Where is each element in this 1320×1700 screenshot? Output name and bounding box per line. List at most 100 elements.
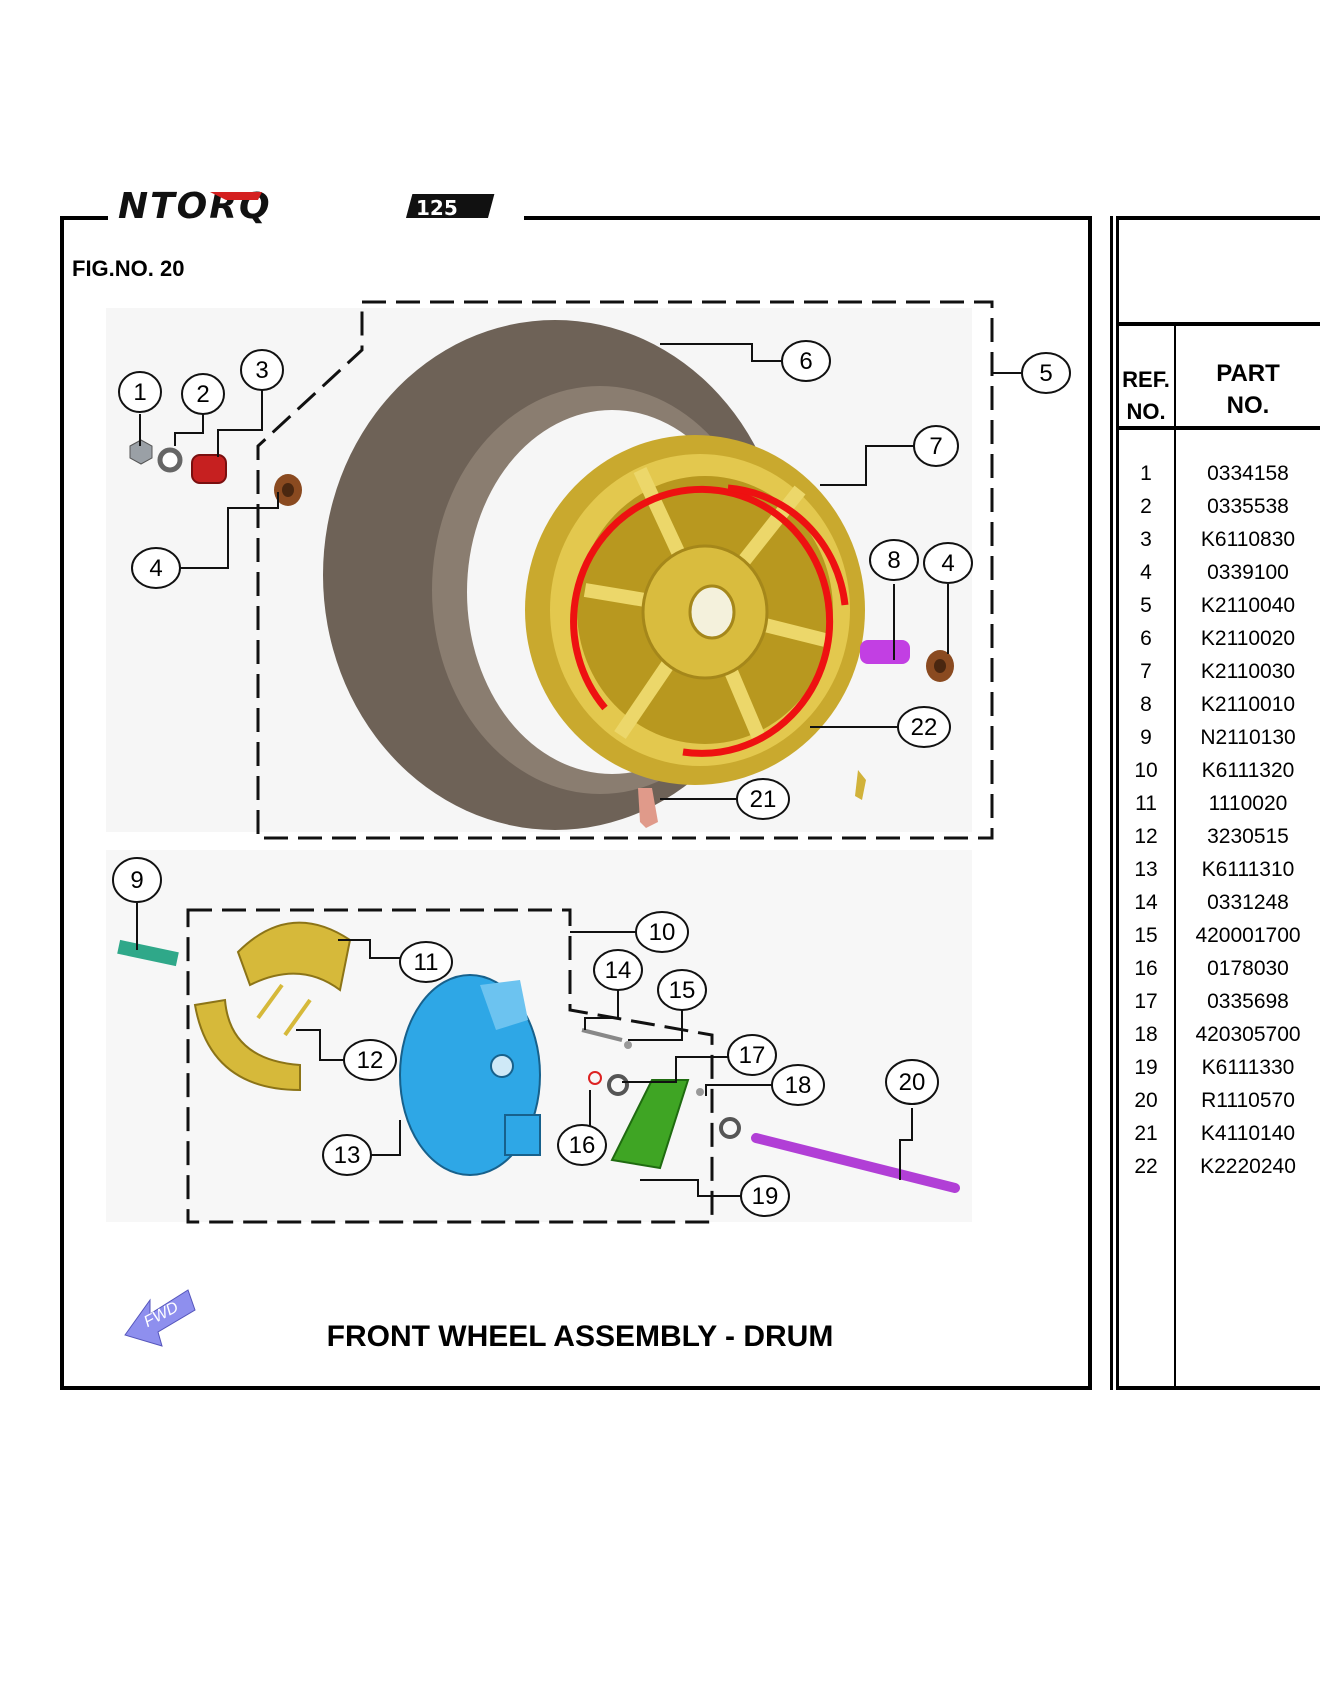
part-no-cell: K6111310 xyxy=(1201,858,1295,881)
table-row: 20 R1110570 xyxy=(1118,1089,1320,1122)
part-no-cell: 420001700 xyxy=(1195,924,1301,947)
ref-no-cell: 1 xyxy=(1140,462,1152,485)
table-row: 3 K6110830 xyxy=(1118,528,1320,561)
part-no-cell: R1110570 xyxy=(1201,1089,1295,1112)
ref-no-cell: 11 xyxy=(1135,792,1157,815)
header-part-line1: PART xyxy=(1216,360,1280,387)
header-ref-line1: REF. xyxy=(1122,367,1170,392)
spring-bolt xyxy=(117,939,179,967)
callout-6: 6 xyxy=(799,348,813,375)
part-no-cell: 0339100 xyxy=(1207,561,1289,584)
ref-no-cell: 10 xyxy=(1134,759,1158,782)
ref-no-cell: 12 xyxy=(1134,825,1158,848)
callout-3: 3 xyxy=(255,357,269,384)
table-header-rule xyxy=(1116,426,1320,430)
ref-no-cell: 14 xyxy=(1134,891,1158,914)
callout-21: 21 xyxy=(749,786,777,813)
callout-18: 18 xyxy=(784,1072,812,1099)
callout-19: 19 xyxy=(751,1183,779,1210)
table-column-divider xyxy=(1174,324,1176,1390)
brake-panel xyxy=(399,974,541,1176)
part-no-cell: 420305700 xyxy=(1195,1023,1301,1046)
part-no-cell: 0334158 xyxy=(1207,462,1289,485)
ref-no-cell: 18 xyxy=(1134,1023,1158,1046)
front-axle xyxy=(751,1133,960,1193)
part-no-cell: K4110140 xyxy=(1200,1122,1296,1145)
header-part-line2: NO. xyxy=(1226,392,1270,419)
ref-no-cell: 21 xyxy=(1134,1122,1158,1145)
header-ref-no: REF. NO. xyxy=(1118,364,1174,428)
brake-shoe-upper xyxy=(236,921,352,992)
ref-no-cell: 7 xyxy=(1140,660,1152,683)
ref-no-cell: 9 xyxy=(1140,726,1152,749)
callout-5: 5 xyxy=(1039,360,1053,387)
table-row: 19 K6111330 xyxy=(1118,1056,1320,1089)
table-row: 1 0334158 xyxy=(1118,462,1320,495)
ref-no-cell: 6 xyxy=(1140,627,1152,650)
table-border xyxy=(1116,216,1320,220)
callout-17: 17 xyxy=(738,1042,766,1069)
callout-7: 7 xyxy=(929,433,943,460)
part-no-cell: 1110020 xyxy=(1208,792,1288,815)
callout-4-left: 4 xyxy=(149,555,163,582)
header-part-no: PART NO. xyxy=(1176,358,1320,422)
diagram-frame xyxy=(60,216,1092,1390)
table-row: 11 1110020 xyxy=(1118,792,1320,825)
callout-13: 13 xyxy=(333,1142,361,1169)
part-no-cell: 0335538 xyxy=(1207,495,1289,518)
callout-2: 2 xyxy=(196,381,210,408)
ref-no-cell: 5 xyxy=(1140,594,1152,617)
callout-9: 9 xyxy=(130,867,144,894)
part-no-cell: K2110040 xyxy=(1200,594,1296,617)
figure-title: FRONT WHEEL ASSEMBLY - DRUM xyxy=(326,1320,834,1353)
callout-16: 16 xyxy=(568,1132,596,1159)
table-row: 7 K2110030 xyxy=(1118,660,1320,693)
ref-no-cell: 3 xyxy=(1140,528,1152,551)
table-row: 2 0335538 xyxy=(1118,495,1320,528)
callout-12: 12 xyxy=(356,1047,384,1074)
ref-no-cell: 19 xyxy=(1134,1056,1158,1079)
table-border xyxy=(1116,216,1119,1390)
ref-no-cell: 20 xyxy=(1134,1089,1158,1112)
rim xyxy=(525,435,865,785)
callout-1: 1 xyxy=(133,379,147,406)
callout-22: 22 xyxy=(910,714,938,741)
table-row: 8 K2110010 xyxy=(1118,693,1320,726)
part-no-cell: K2220240 xyxy=(1200,1155,1296,1178)
callout-4-right: 4 xyxy=(941,550,955,577)
ref-no-cell: 2 xyxy=(1140,495,1152,518)
parts-table: REF. NO. PART NO. 1 0334158 2 0335538 3 K6110… xyxy=(1110,216,1320,1390)
ref-no-cell: 8 xyxy=(1140,693,1152,716)
table-row: 6 K2110020 xyxy=(1118,627,1320,660)
callout-11: 11 xyxy=(413,949,439,976)
part-no-cell: K2110030 xyxy=(1200,660,1296,683)
callout-15: 15 xyxy=(668,977,696,1004)
table-row: 5 K2110040 xyxy=(1118,594,1320,627)
brake-shoe-lower xyxy=(193,998,301,1092)
part-no-cell: K2110020 xyxy=(1200,627,1296,650)
ntorq-logo: NTORQ 125 xyxy=(108,186,524,227)
callout-20: 20 xyxy=(898,1069,926,1096)
part-no-cell: K6110830 xyxy=(1200,528,1296,551)
part-no-cell: K2110010 xyxy=(1200,693,1296,716)
table-row: 10 K6111320 xyxy=(1118,759,1320,792)
part-no-cell: K6111330 xyxy=(1201,1056,1295,1079)
callout-10: 10 xyxy=(648,919,676,946)
part-no-cell: N2110130 xyxy=(1200,726,1296,749)
ref-no-cell: 4 xyxy=(1140,561,1152,584)
table-row: 15 420001700 xyxy=(1118,924,1320,957)
table-header-rule xyxy=(1116,322,1320,326)
part-no-cell: K6111320 xyxy=(1201,759,1295,782)
table-row: 21 K4110140 xyxy=(1118,1122,1320,1155)
table-row: 18 420305700 xyxy=(1118,1023,1320,1056)
table-row: 4 0339100 xyxy=(1118,561,1320,594)
ref-no-cell: 15 xyxy=(1134,924,1158,947)
